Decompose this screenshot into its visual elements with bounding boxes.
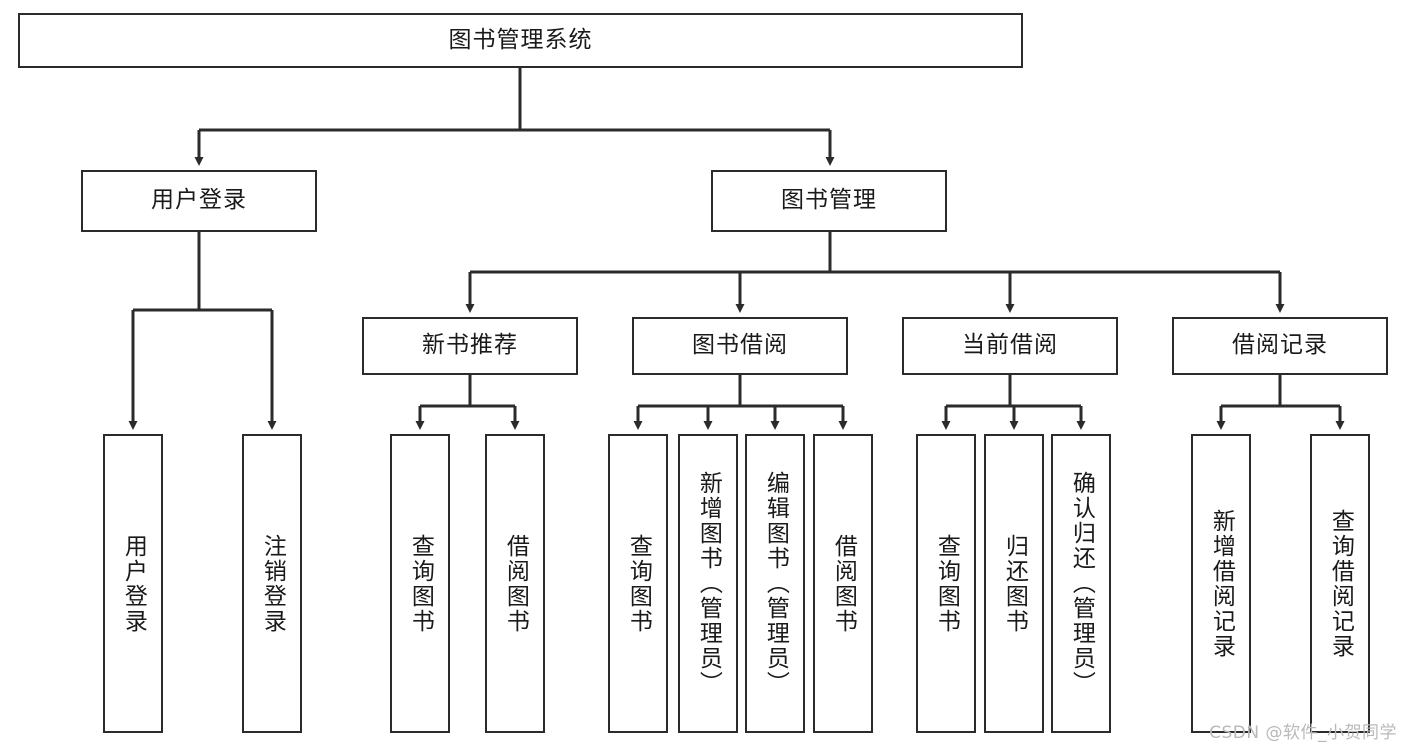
watermark: CSDN @软件_小贺同学 bbox=[1209, 723, 1397, 743]
node-label: 借阅图书 bbox=[830, 533, 857, 634]
node-label: 借阅图书 bbox=[502, 533, 529, 634]
node-label: 新增借阅记录 bbox=[1208, 508, 1235, 659]
node-user-login[interactable]: 用户登录 bbox=[81, 170, 317, 232]
node-book-borrow[interactable]: 图书借阅 bbox=[632, 317, 848, 375]
node-leaf-add-borrow-record[interactable]: 新增借阅记录 bbox=[1191, 434, 1251, 733]
node-borrow-record[interactable]: 借阅记录 bbox=[1172, 317, 1388, 375]
node-leaf-confirm-return-admin[interactable]: 确认归还（管理员） bbox=[1051, 434, 1111, 733]
node-label: 用户登录 bbox=[120, 533, 147, 634]
node-leaf-borrow-book-rec[interactable]: 借阅图书 bbox=[485, 434, 545, 733]
node-label: 确认归还（管理员） bbox=[1068, 471, 1095, 696]
node-label: 注销登录 bbox=[259, 533, 286, 634]
node-leaf-user-login[interactable]: 用户登录 bbox=[103, 434, 163, 733]
node-label: 图书借阅 bbox=[692, 332, 788, 359]
node-leaf-edit-book-admin[interactable]: 编辑图书（管理员） bbox=[745, 434, 805, 733]
node-label: 借阅记录 bbox=[1232, 332, 1328, 359]
node-leaf-query-borrow-record[interactable]: 查询借阅记录 bbox=[1310, 434, 1370, 733]
node-label: 图书管理 bbox=[781, 187, 877, 214]
node-label: 归还图书 bbox=[1001, 533, 1028, 634]
node-leaf-query-book-rec[interactable]: 查询图书 bbox=[390, 434, 450, 733]
node-leaf-borrow-book[interactable]: 借阅图书 bbox=[813, 434, 873, 733]
node-label: 用户登录 bbox=[151, 187, 247, 214]
node-label: 新增图书（管理员） bbox=[695, 471, 722, 696]
node-label: 查询图书 bbox=[407, 533, 434, 634]
node-label: 查询图书 bbox=[625, 533, 652, 634]
node-label: 图书管理系统 bbox=[448, 26, 593, 53]
node-leaf-return-book[interactable]: 归还图书 bbox=[984, 434, 1044, 733]
node-label: 查询图书 bbox=[933, 533, 960, 634]
node-label: 编辑图书（管理员） bbox=[762, 471, 789, 696]
node-current-borrow[interactable]: 当前借阅 bbox=[902, 317, 1118, 375]
node-label: 新书推荐 bbox=[422, 332, 518, 359]
node-book-manage[interactable]: 图书管理 bbox=[711, 170, 947, 232]
node-label: 查询借阅记录 bbox=[1327, 508, 1354, 659]
node-leaf-query-book-current[interactable]: 查询图书 bbox=[916, 434, 976, 733]
node-label: 当前借阅 bbox=[962, 332, 1058, 359]
node-root-system[interactable]: 图书管理系统 bbox=[18, 13, 1023, 68]
node-new-book-recommend[interactable]: 新书推荐 bbox=[362, 317, 578, 375]
node-leaf-query-book-borrow[interactable]: 查询图书 bbox=[608, 434, 668, 733]
node-leaf-logout[interactable]: 注销登录 bbox=[242, 434, 302, 733]
node-leaf-add-book-admin[interactable]: 新增图书（管理员） bbox=[678, 434, 738, 733]
